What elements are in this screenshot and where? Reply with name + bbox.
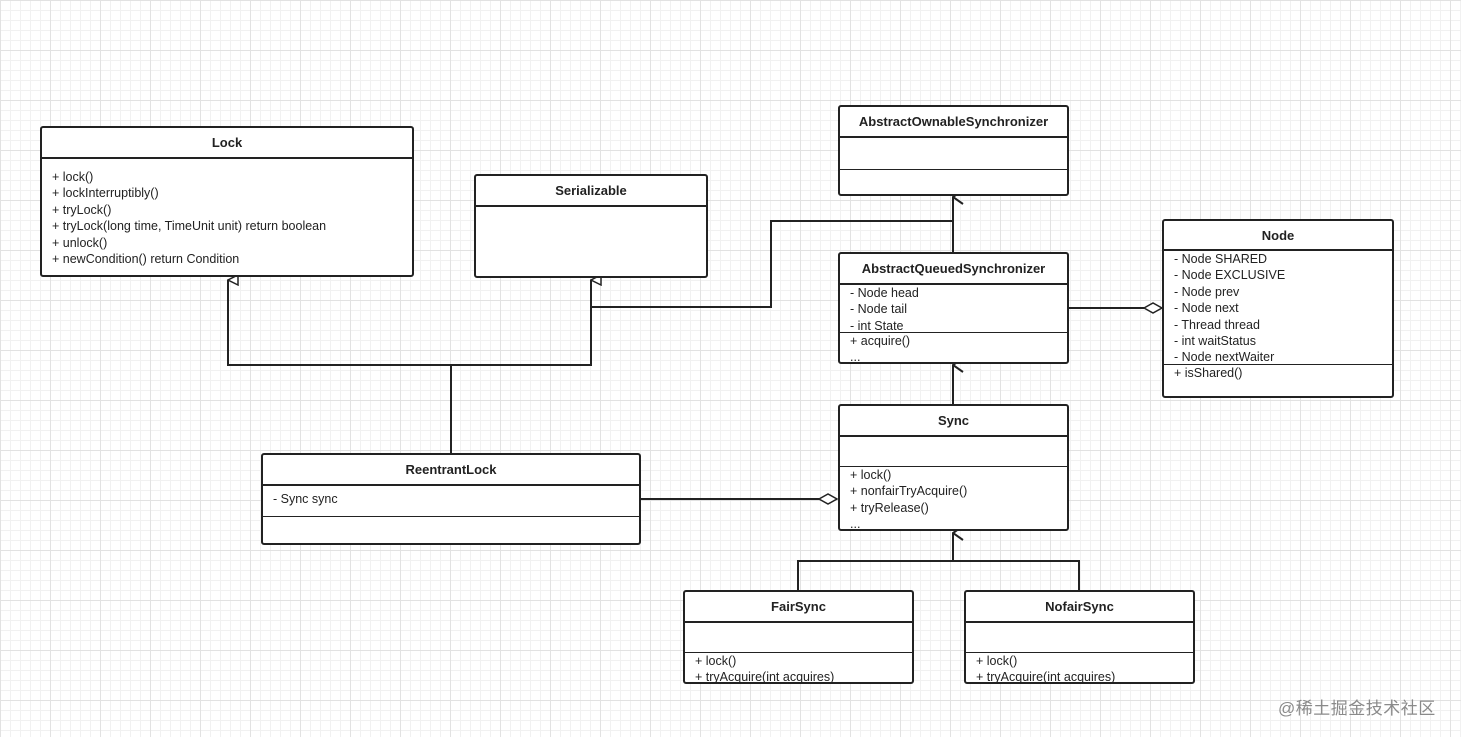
class-fairsync-attributes	[685, 623, 912, 653]
attribute: - Node head	[850, 286, 919, 300]
class-abstract-queued-synchronizer[interactable]: AbstractQueuedSynchronizer - Node head -…	[838, 252, 1069, 364]
operation: + isShared()	[1174, 366, 1243, 380]
attribute: - Node tail	[850, 302, 907, 317]
operation: ...	[850, 517, 861, 531]
class-fairsync-operations: + lock() + tryAcquire(int acquires)	[685, 653, 912, 684]
class-reentrantlock[interactable]: ReentrantLock - Sync sync	[261, 453, 641, 545]
class-sync-attributes	[840, 437, 1067, 467]
class-sync[interactable]: Sync + lock() + nonfairTryAcquire() + tr…	[838, 404, 1069, 531]
class-reentrantlock-title: ReentrantLock	[263, 455, 639, 486]
class-lock-operations: + lock() + lockInterruptibly() + tryLock…	[42, 159, 412, 267]
operation: + acquire()	[850, 334, 911, 348]
operation: + lock()	[52, 170, 94, 184]
class-sync-operations: + lock() + nonfairTryAcquire() + tryRele…	[840, 467, 1067, 531]
attribute: - Node nextWaiter	[1174, 350, 1275, 365]
class-fairsync[interactable]: FairSync + lock() + tryAcquire(int acqui…	[683, 590, 914, 684]
operation: + tryLock()	[52, 202, 112, 217]
class-sync-title: Sync	[840, 406, 1067, 437]
reentrantlock-realizes-lock-edge	[227, 280, 452, 453]
attribute: - Node prev	[1174, 284, 1240, 299]
attribute: - Node SHARED	[1174, 252, 1268, 266]
class-aqs-title: AbstractQueuedSynchronizer	[840, 254, 1067, 285]
class-lock[interactable]: Lock + lock() + lockInterruptibly() + tr…	[40, 126, 414, 277]
attribute: - int waitStatus	[1174, 334, 1256, 349]
class-aos-title: AbstractOwnableSynchronizer	[840, 107, 1067, 138]
watermark: @稀土掘金技术社区	[1278, 699, 1436, 718]
class-serializable[interactable]: Serializable	[474, 174, 708, 278]
attribute: - Node next	[1174, 301, 1239, 316]
class-node-attributes: - Node SHARED - Node EXCLUSIVE - Node pr…	[1164, 251, 1392, 365]
operation: + nonfairTryAcquire()	[850, 484, 968, 499]
class-aos-attributes	[840, 138, 1067, 170]
operation: + newCondition() return Condition	[52, 252, 240, 267]
reentrantlock-sync-aggregation-edge	[640, 493, 839, 505]
operation: + unlock()	[52, 235, 108, 250]
class-nofairsync-attributes	[966, 623, 1193, 653]
class-fairsync-title: FairSync	[685, 592, 912, 623]
attribute: - Thread thread	[1174, 317, 1260, 332]
reentrantlock-realizes-serializable-edge	[451, 280, 591, 366]
class-serializable-title: Serializable	[476, 176, 706, 207]
aggregation-diamond-icon	[817, 493, 839, 505]
attribute: - Node EXCLUSIVE	[1174, 268, 1286, 283]
class-nofairsync[interactable]: NofairSync + lock() + tryAcquire(int acq…	[964, 590, 1195, 684]
attribute: - int State	[850, 318, 904, 333]
operation: + tryAcquire(int acquires)	[695, 670, 835, 684]
aggregation-diamond-icon	[1142, 302, 1164, 314]
operation: ...	[850, 350, 861, 364]
attribute: - Sync sync	[273, 492, 338, 506]
class-abstract-ownable-synchronizer[interactable]: AbstractOwnableSynchronizer	[838, 105, 1069, 196]
operation: + tryRelease()	[850, 500, 929, 515]
class-nofairsync-operations: + lock() + tryAcquire(int acquires)	[966, 653, 1193, 684]
class-lock-title: Lock	[42, 128, 412, 159]
operation: + lockInterruptibly()	[52, 186, 159, 201]
class-aqs-attributes: - Node head - Node tail - int State	[840, 285, 1067, 333]
operation: + tryLock(long time, TimeUnit unit) retu…	[52, 219, 327, 234]
fairsync-nofairsync-extend-sync-edge	[797, 533, 1080, 590]
operation: + tryAcquire(int acquires)	[976, 670, 1116, 684]
operation: + lock()	[695, 654, 737, 668]
class-nofairsync-title: NofairSync	[966, 592, 1193, 623]
class-node-operations: + isShared()	[1164, 365, 1392, 381]
aqs-node-aggregation-edge	[1069, 302, 1164, 314]
class-node-title: Node	[1164, 221, 1392, 251]
operation: + lock()	[976, 654, 1018, 668]
operation: + lock()	[850, 468, 892, 482]
class-node[interactable]: Node - Node SHARED - Node EXCLUSIVE - No…	[1162, 219, 1394, 398]
class-reentrantlock-attributes: - Sync sync	[263, 486, 639, 517]
class-aqs-operations: + acquire() ...	[840, 333, 1067, 364]
